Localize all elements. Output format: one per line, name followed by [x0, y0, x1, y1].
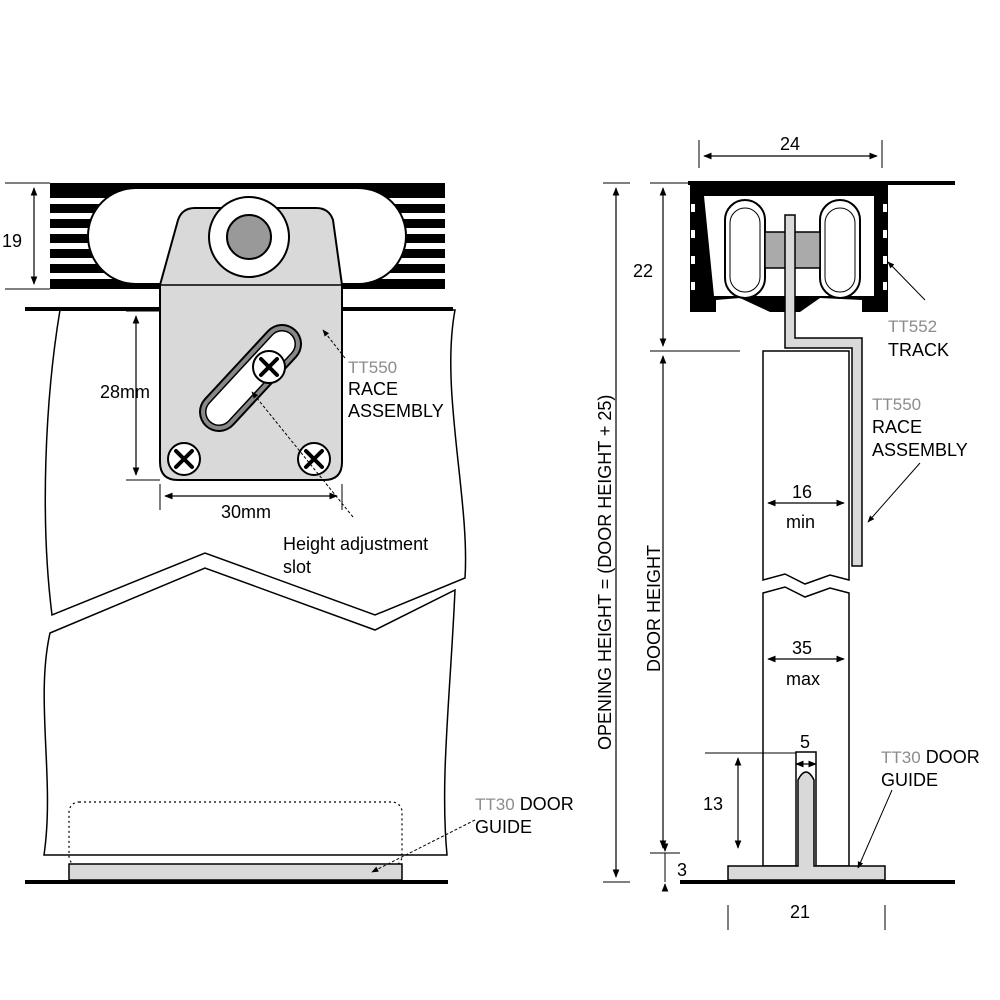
dim-door-min-label: min: [786, 512, 815, 532]
left-door-guide-outline: [68, 801, 403, 867]
track-label: TRACK: [888, 340, 949, 360]
dim-plate-height: 28mm: [100, 382, 150, 402]
dim-19: 19: [2, 182, 50, 290]
dim-opening-height: OPENING HEIGHT = (DOOR HEIGHT + 25): [595, 182, 630, 883]
dim-gap: 3: [677, 860, 687, 880]
dim-track-width: 24: [780, 134, 800, 154]
right-section-view: 24 22 OPENING HEIGHT = (DOOR HEIGHT + 25…: [595, 134, 980, 930]
dim-13: 13: [703, 752, 796, 849]
dim-door-min: 16: [792, 482, 812, 502]
dim-slot-width: 5: [800, 732, 810, 752]
right-guide-label-2: GUIDE: [881, 770, 938, 790]
dim-guide-width: 21: [790, 902, 810, 922]
dim-30mm: 30mm: [159, 484, 343, 522]
right-race-label-1: RACE: [872, 417, 922, 437]
left-race-code: TT550: [348, 358, 397, 377]
dim-5: 5: [795, 732, 817, 768]
left-guide-label-2: GUIDE: [475, 817, 532, 837]
screw-icon: [252, 350, 286, 384]
dim-35-max: 35 max: [767, 638, 845, 689]
track-code: TT552: [888, 317, 937, 336]
door-guide-profile: [727, 771, 886, 881]
dim-21: 21: [727, 902, 886, 930]
dim-22: 22: [633, 182, 740, 352]
race-assembly-bracket: [784, 214, 863, 567]
screw-icon: [297, 442, 331, 476]
door-height-label: DOOR HEIGHT: [644, 545, 664, 672]
right-race-code: TT550: [872, 395, 921, 414]
slot-label-2: slot: [283, 557, 311, 577]
left-front-view: 19 28mm 30mm TT550 RACE ASSEMBLY Height …: [2, 182, 574, 884]
dim-24: 24: [698, 134, 883, 168]
left-race-label-1: RACE: [348, 379, 398, 399]
dim-28mm: 28mm: [100, 310, 160, 481]
dim-track-height: 19: [2, 231, 22, 251]
slot-label-1: Height adjustment: [283, 534, 428, 554]
dim-door-height: DOOR HEIGHT: [644, 355, 680, 854]
dim-slot-depth: 13: [703, 794, 723, 814]
dim-door-max-label: max: [786, 669, 820, 689]
screw-icon: [167, 442, 201, 476]
right-race-label-2: ASSEMBLY: [872, 440, 968, 460]
left-race-label-2: ASSEMBLY: [348, 401, 444, 421]
dim-plate-width: 30mm: [221, 502, 271, 522]
left-door-guide: [68, 863, 403, 881]
door-section-upper: [762, 350, 850, 585]
opening-height-label: OPENING HEIGHT = (DOOR HEIGHT + 25): [595, 395, 615, 750]
left-door-lower: [43, 567, 456, 856]
dim-door-max: 35: [792, 638, 812, 658]
dim-track-depth: 22: [633, 261, 653, 281]
dim-3: 3: [661, 843, 687, 892]
dim-16-min: 16 min: [767, 482, 845, 532]
